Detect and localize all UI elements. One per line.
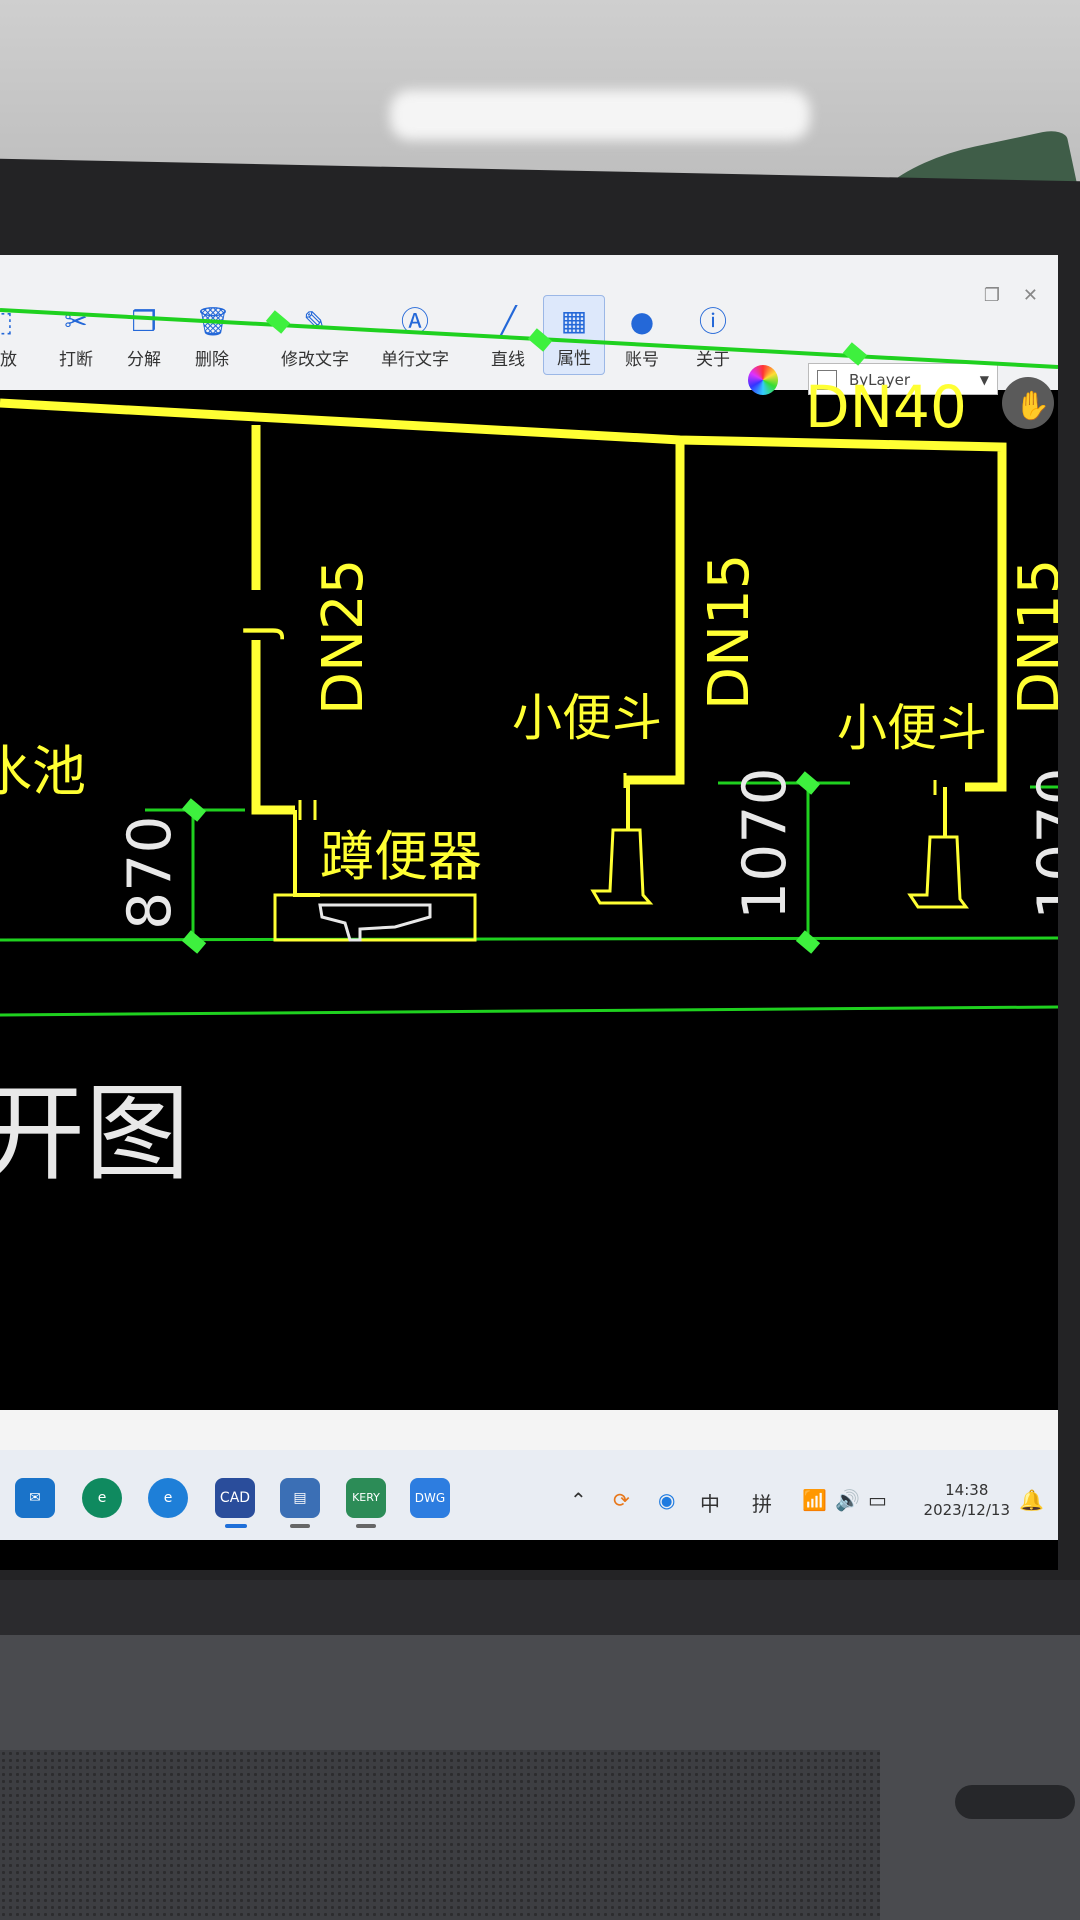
dimension-text-870: 870 (115, 815, 185, 930)
active-app-indicator (225, 1524, 247, 1528)
layer-color-swatch (817, 370, 837, 390)
squat-toilet-outline (273, 893, 477, 942)
label-dn15-2: DN15 (1007, 559, 1058, 715)
laptop-screen: ⬚ 缩放 ✂ 打断 ❒ 分解 🗑 删除 ✎ 修改文字 Ⓐ 单行文字 ╱ 直线 ▦ (0, 255, 1058, 1570)
hand-icon: ✋ (1015, 389, 1050, 422)
dimension-text-1070: 1070 (730, 767, 800, 920)
pan-button[interactable] (1002, 377, 1054, 429)
explode-icon: ❒ (131, 305, 157, 338)
layer-select[interactable]: ByLayer ▼ (808, 363, 998, 395)
close-icon[interactable]: ✕ (1022, 285, 1038, 306)
files-icon[interactable]: ▤ (280, 1478, 320, 1518)
grip-marker[interactable] (842, 342, 868, 366)
mail-icon[interactable]: ✉ (15, 1478, 55, 1518)
explode-button[interactable]: ❒ 分解 (127, 305, 161, 370)
about-button[interactable]: ⓘ 关于 (696, 305, 730, 370)
zoom-icon: ⬚ (0, 305, 17, 339)
system-clock[interactable]: 14:38 2023/12/13 (924, 1480, 1010, 1520)
wifi-icon[interactable]: 📶 (802, 1488, 827, 1512)
color-picker-icon[interactable] (748, 365, 778, 395)
floor-line (0, 936, 1058, 942)
ime-language[interactable]: 中 (700, 1492, 720, 1516)
laptop-hinge (0, 1580, 1080, 1640)
squat-toilet-symbol (318, 903, 432, 942)
label-dn40: DN40 (805, 373, 967, 441)
laptop-latch (955, 1785, 1075, 1819)
window-controls[interactable]: ❐ ✕ (984, 285, 1038, 306)
riser-pipe-dn15-1[interactable] (625, 440, 685, 785)
label-squat-toilet: 蹲便器 (320, 825, 482, 888)
green-guide-line-lower (0, 1005, 1058, 1017)
main-pipe-dn40[interactable] (0, 398, 1007, 792)
branch-squat-toilet (293, 810, 320, 897)
cad-icon[interactable]: CAD (215, 1478, 255, 1518)
chevron-up-icon[interactable]: ⌃ (570, 1488, 587, 1512)
urinal-symbol-2 (907, 835, 969, 909)
clock-date: 2023/12/13 (923, 1501, 1010, 1519)
properties-button[interactable]: ▦ 属性 (543, 295, 605, 375)
edit-text-icon: ✎ (303, 305, 327, 338)
dwg-icon[interactable]: DWG (410, 1478, 450, 1518)
label-urinal-1: 小便斗 (512, 689, 662, 747)
status-bar (0, 1410, 1058, 1450)
account-button[interactable]: ● 账号 (625, 305, 659, 370)
label-j: J (235, 624, 286, 640)
drawing-title: 开图 (0, 1073, 190, 1195)
label-dn15-1: DN15 (697, 554, 762, 710)
security-icon[interactable]: ◉ (658, 1488, 676, 1512)
kery-icon[interactable]: KERY (346, 1478, 386, 1518)
cad-drawing-canvas[interactable]: DN40 J DN25 DN15 DN15 小便斗 小便斗 蹲便器 水池 870… (0, 255, 1058, 1410)
windows-taskbar: ✉ e e CAD ▤ KERY DWG ⌃ ⟳ ◉ 中 拼 📶 🔊 ▭ 14:… (0, 1450, 1058, 1540)
urinal-symbol-1 (590, 828, 654, 905)
grip-marker[interactable] (265, 310, 291, 334)
line-icon: ╱ (499, 305, 517, 338)
label-dn25: DN25 (311, 559, 376, 715)
ime-mode[interactable]: 拼 (752, 1492, 772, 1516)
account-icon: ● (629, 305, 655, 338)
sync-icon[interactable]: ⟳ (613, 1488, 630, 1512)
ceiling-light (390, 90, 810, 140)
edge-icon[interactable]: e (82, 1478, 122, 1518)
properties-icon: ▦ (560, 304, 588, 337)
dimension-text-partial: 1070 (1025, 767, 1058, 920)
zoom-button[interactable]: ⬚ 缩放 (0, 305, 40, 370)
notification-bell-icon[interactable]: 🔔 (1019, 1488, 1044, 1512)
clock-time: 14:38 (945, 1481, 989, 1499)
label-urinal-2: 小便斗 (837, 699, 987, 757)
riser-pipe-dn25[interactable] (251, 425, 295, 815)
grip-marker[interactable] (527, 328, 553, 352)
battery-icon[interactable]: ▭ (868, 1488, 887, 1512)
edit-text-button[interactable]: ✎ 修改文字 (281, 305, 349, 370)
about-icon: ⓘ (698, 305, 727, 338)
ie-icon[interactable]: e (148, 1478, 188, 1518)
volume-icon[interactable]: 🔊 (835, 1488, 860, 1512)
restore-icon[interactable]: ❐ (983, 285, 1001, 306)
chevron-down-icon: ▼ (979, 373, 989, 387)
label-basin: 水池 (0, 740, 86, 803)
line-button[interactable]: ╱ 直线 (491, 305, 525, 370)
speaker-grille (0, 1750, 880, 1920)
